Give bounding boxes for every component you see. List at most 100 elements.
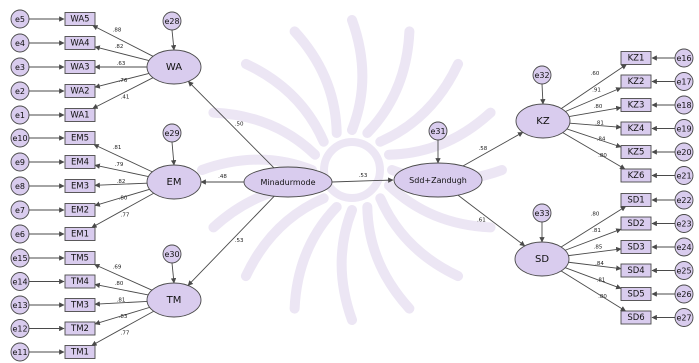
observed-variable-label: KZ4	[628, 124, 645, 134]
observed-variable	[620, 74, 652, 89]
loading-label: .81	[113, 145, 122, 151]
loading-label: .80	[594, 104, 603, 110]
error-term	[162, 123, 182, 143]
error-term-label: e6	[15, 230, 25, 239]
watermark-petal	[362, 26, 415, 139]
observed-variable-label: WA5	[70, 15, 89, 25]
observed-variable-label: TM5	[70, 254, 89, 264]
observed-variable	[620, 98, 652, 112]
observed-variable	[64, 155, 96, 169]
error-arrow	[170, 262, 177, 284]
error-term-label: e17	[676, 78, 691, 87]
error-term	[674, 95, 694, 115]
error-term-label: e28	[164, 17, 179, 26]
latent-variable	[515, 103, 571, 139]
loading-arrow	[561, 64, 627, 109]
loading-arrow	[93, 144, 153, 173]
observed-variable-label: KZ1	[628, 54, 645, 64]
watermark-petal	[383, 180, 496, 233]
loading-label: .82	[117, 179, 126, 185]
error-term	[10, 9, 30, 29]
loading-arrow	[91, 310, 154, 346]
loading-label: .81	[592, 228, 601, 234]
observed-variable	[64, 36, 96, 50]
loading-arrow	[568, 105, 622, 117]
observed-variable	[64, 12, 96, 26]
error-term	[674, 214, 694, 233]
loading-label: .83	[119, 314, 128, 320]
observed-variable-label: KZ6	[628, 171, 645, 181]
observed-variable	[620, 240, 652, 254]
error-term	[10, 248, 30, 268]
watermark-petal	[240, 193, 329, 282]
error-term-label: e16	[676, 54, 691, 63]
error-term-label: e30	[164, 250, 179, 259]
watermark-petal	[208, 107, 321, 160]
error-term-label: e10	[12, 134, 27, 143]
loading-arrow	[560, 270, 627, 312]
error-term	[162, 244, 182, 264]
observed-variable-label: EM3	[71, 182, 89, 192]
structural-arrow	[331, 177, 394, 183]
observed-variable-label: SD1	[627, 196, 644, 206]
observed-variable	[64, 345, 96, 359]
error-term-label: e9	[15, 158, 25, 167]
observed-variable	[64, 251, 96, 265]
loading-label: .80	[591, 212, 600, 218]
latent-variable	[514, 241, 570, 277]
loading-arrow	[92, 77, 154, 109]
latent-variable-label: SD	[535, 254, 549, 265]
loading-label: .80	[119, 196, 128, 202]
watermark-petal	[375, 58, 464, 147]
loading-arrow	[568, 246, 622, 257]
error-term-label: e18	[676, 101, 691, 110]
labels: .88.82.63.76.41.81.79.82.80.77.69.80.81.…	[12, 15, 691, 358]
error-term-label: e3	[15, 63, 25, 72]
observed-variable-label: KZ3	[628, 101, 645, 111]
error-term	[674, 190, 694, 210]
observed-variable	[64, 60, 96, 74]
loading-arrow	[94, 45, 150, 62]
path-coefficient: .53	[235, 238, 244, 244]
loading-arrow	[568, 261, 622, 271]
loading-arrow	[94, 163, 149, 177]
nodes	[10, 9, 694, 362]
structural-arrow	[462, 131, 524, 167]
observed-variable-label: WA1	[70, 111, 89, 121]
error-term-label: e5	[15, 15, 25, 24]
error-term	[10, 176, 30, 196]
observed-variable-label: EM5	[71, 134, 89, 144]
error-term	[10, 295, 30, 315]
error-term-label: e31	[430, 127, 445, 136]
loading-label: .41	[121, 95, 130, 101]
loading-label: .82	[115, 44, 124, 50]
observed-variable	[620, 145, 652, 159]
latent-variable-label: TM	[166, 295, 182, 306]
error-term	[428, 121, 448, 141]
loading-arrow	[94, 72, 150, 89]
loading-arrow	[94, 188, 150, 207]
observed-variable-label: TM2	[70, 324, 89, 334]
loading-label: .91	[592, 87, 601, 93]
observed-variable-label: SD6	[627, 313, 644, 323]
structural-arrow	[187, 81, 275, 169]
error-term	[674, 166, 694, 185]
observed-variable	[64, 131, 96, 145]
error-term-label: e20	[676, 148, 691, 157]
loading-label: .88	[113, 27, 122, 33]
structural-arrow	[457, 194, 526, 247]
loading-label: .81	[595, 120, 604, 126]
error-term	[10, 105, 30, 125]
error-term-label: e27	[676, 314, 691, 323]
structural-arrow	[187, 195, 275, 286]
mediator-variable-label: Sdd+Zandugh	[409, 176, 467, 185]
watermark-petal	[347, 15, 368, 135]
error-term-label: e24	[676, 243, 691, 252]
observed-variable	[620, 310, 652, 325]
latent-variable-label: KZ	[536, 116, 550, 127]
error-term	[10, 57, 30, 77]
watermark-petal	[240, 58, 329, 147]
observed-variable	[620, 168, 652, 183]
error-term	[10, 272, 30, 291]
